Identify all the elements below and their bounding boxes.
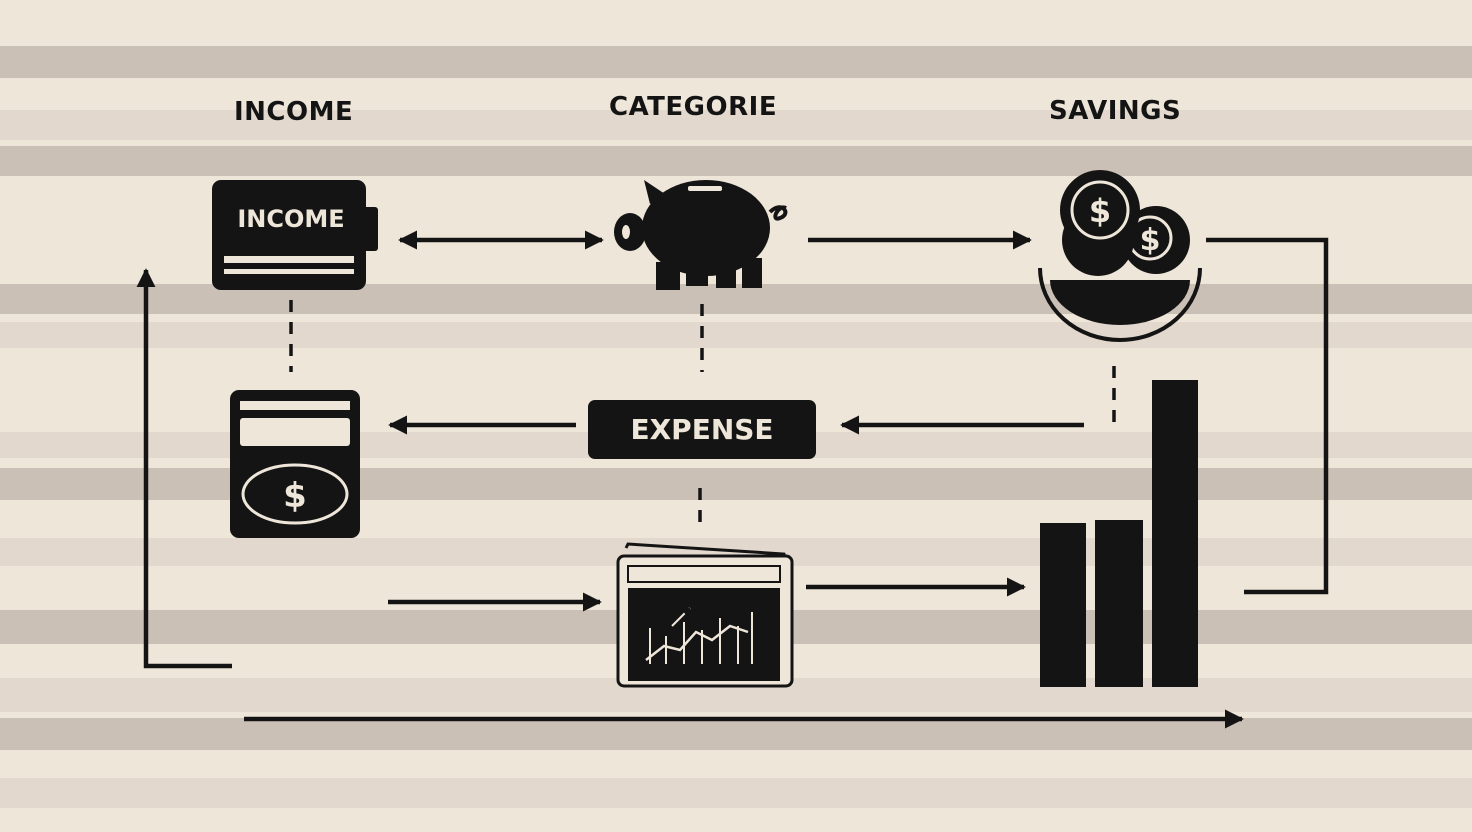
bar-chart-icon xyxy=(1040,380,1198,687)
categories-header: CATEGORIE xyxy=(609,92,778,122)
background-stripe xyxy=(0,46,1472,78)
background-stripe xyxy=(0,110,1472,140)
ledger-chart-icon xyxy=(616,542,794,688)
background-stripe xyxy=(0,146,1472,176)
savings-header: SAVINGS xyxy=(1049,96,1182,126)
piggy-bank-icon xyxy=(614,180,788,290)
background-stripe xyxy=(0,778,1472,808)
income-header: INCOME xyxy=(234,97,354,127)
background-stripe xyxy=(0,322,1472,348)
expense-label: EXPENSE xyxy=(630,413,773,446)
dollar-sign: $ xyxy=(1089,192,1111,230)
savings-loop-line xyxy=(1206,237,1329,595)
income-card-label: INCOME xyxy=(237,205,344,233)
income-card-icon: INCOME xyxy=(212,180,378,290)
dollar-sign: $ xyxy=(1140,223,1161,258)
coins-bowl-icon: $ $ xyxy=(1038,170,1202,342)
dashed-links xyxy=(289,300,1116,528)
wallet-icon: $ xyxy=(230,390,360,538)
dollar-sign: $ xyxy=(283,476,307,516)
connectors xyxy=(136,230,1329,729)
expense-node: EXPENSE xyxy=(588,400,816,459)
feedback-loop-arrow xyxy=(136,268,232,669)
